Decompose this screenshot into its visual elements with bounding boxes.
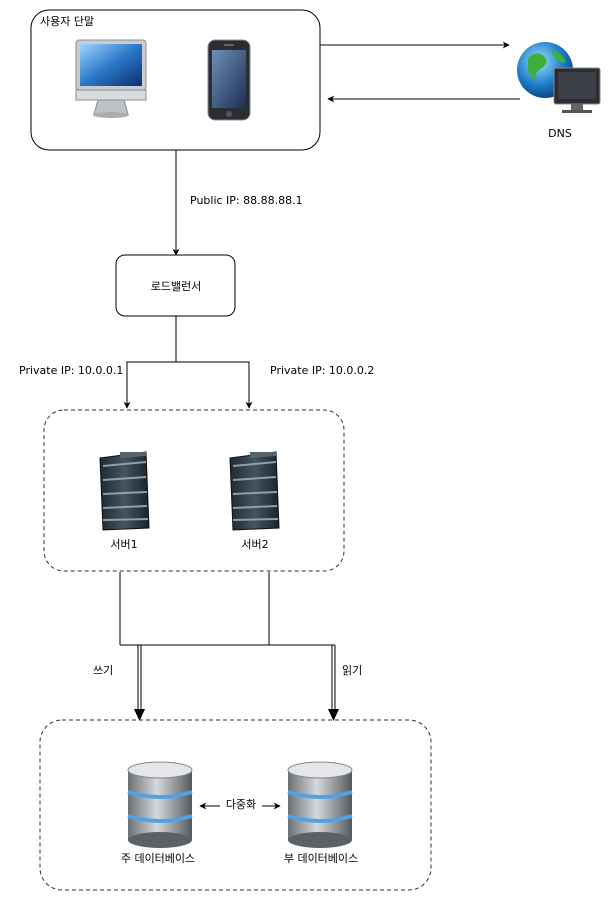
primary-db-label: 주 데이터베이스 bbox=[121, 852, 195, 865]
dns-label: DNS bbox=[548, 127, 572, 140]
replica-db-label: 부 데이터베이스 bbox=[284, 852, 358, 865]
read-arrow bbox=[328, 645, 339, 721]
smartphone-icon bbox=[207, 39, 251, 121]
server1-label: 서버1 bbox=[110, 538, 137, 551]
desktop-monitor-icon bbox=[75, 39, 147, 118]
replication-label-bg bbox=[220, 797, 262, 811]
replication-label: 다중화 bbox=[226, 798, 256, 811]
database-cylinder-icon bbox=[127, 761, 193, 848]
lb-to-server2-arrow bbox=[176, 361, 253, 409]
lb-to-server1-arrow bbox=[123, 361, 176, 409]
server2-label: 서버2 bbox=[241, 538, 268, 551]
server-rack-icon bbox=[99, 451, 150, 531]
read-label: 읽기 bbox=[342, 664, 362, 677]
load-balancer-label: 로드밸런서 bbox=[151, 280, 202, 293]
private-ip-1-label: Private IP: 10.0.0.1 bbox=[19, 364, 123, 377]
globe-monitor-icon bbox=[517, 42, 601, 113]
server-group-box bbox=[43, 409, 345, 572]
private-ip-2-label: Private IP: 10.0.0.2 bbox=[270, 364, 374, 377]
client-group-box bbox=[30, 9, 321, 151]
server-rack-icon bbox=[229, 451, 280, 531]
database-group-box bbox=[39, 719, 432, 891]
write-label: 쓰기 bbox=[93, 664, 113, 677]
public-ip-label: Public IP: 88.88.88.1 bbox=[190, 194, 303, 207]
database-cylinder-icon bbox=[287, 761, 353, 848]
write-arrow bbox=[134, 645, 145, 721]
client-group-label: 사용자 단말 bbox=[40, 15, 94, 28]
